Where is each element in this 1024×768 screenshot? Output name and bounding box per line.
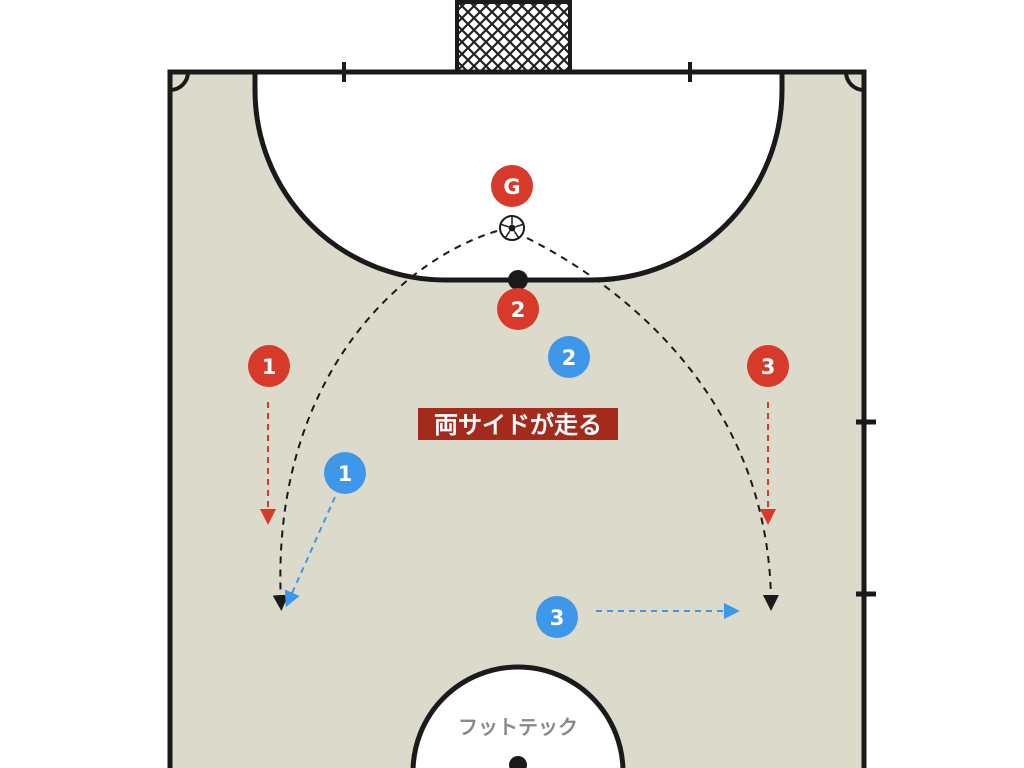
blue-player-3-label: 3 bbox=[550, 606, 565, 630]
center-circle bbox=[410, 664, 626, 768]
red-player-3: 3 bbox=[747, 345, 789, 387]
red-player-3-label: 3 bbox=[761, 355, 776, 379]
corner-arc-left bbox=[169, 71, 190, 92]
red-player-2: 2 bbox=[497, 288, 539, 330]
goal-net-icon bbox=[455, 0, 572, 74]
watermark-logo: フットテック bbox=[458, 715, 578, 739]
blue-player-2: 2 bbox=[548, 336, 590, 378]
blue-player-3: 3 bbox=[536, 596, 578, 638]
corner-arc-right bbox=[844, 71, 865, 92]
red-player-2-label: 2 bbox=[511, 298, 526, 322]
callout-label: 両サイドが走る bbox=[418, 408, 618, 440]
blue-run-arrow-1 bbox=[284, 496, 336, 608]
soccer-ball-icon bbox=[499, 215, 525, 241]
blue-player-2-label: 2 bbox=[562, 346, 577, 370]
pass-arc-right bbox=[526, 237, 779, 611]
penalty-spot bbox=[508, 270, 528, 290]
blue-player-1-label: 1 bbox=[338, 462, 353, 486]
red-player-goalkeeper: G bbox=[491, 165, 533, 207]
red-player-1-label: 1 bbox=[262, 355, 277, 379]
pass-arc-left bbox=[272, 230, 498, 611]
blue-player-1: 1 bbox=[324, 452, 366, 494]
center-spot bbox=[509, 756, 527, 768]
red-player-goalkeeper-label: G bbox=[503, 175, 520, 199]
callout-text: 両サイドが走る bbox=[434, 411, 602, 439]
red-player-1: 1 bbox=[248, 345, 290, 387]
